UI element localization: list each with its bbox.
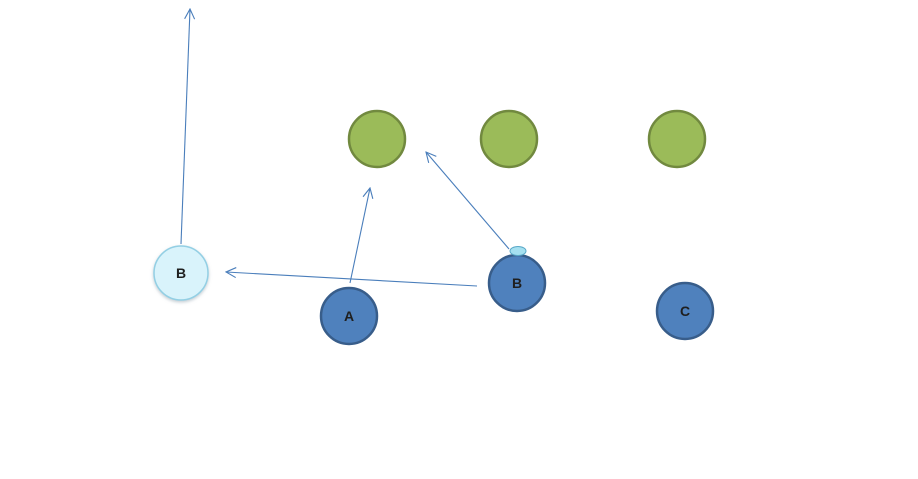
route-a-upfield <box>349 188 370 284</box>
route-b-to-left <box>226 272 478 287</box>
player-b: B <box>487 253 547 313</box>
player-a-label: A <box>344 308 354 324</box>
route-ghost-b-upfield <box>180 9 190 245</box>
player-a: A <box>319 286 379 346</box>
defender-right <box>647 109 707 169</box>
player-c-label: C <box>680 303 690 319</box>
player-b-label: B <box>512 275 522 291</box>
defender-left <box>347 109 407 169</box>
route-b-diagonal <box>426 152 510 250</box>
player-b-destination-label: B <box>176 265 186 281</box>
ball <box>509 246 527 256</box>
player-c-circle <box>655 281 715 341</box>
defenders <box>347 109 707 169</box>
player-b-destination-circle <box>153 245 209 301</box>
defender-middle <box>479 109 539 169</box>
routes <box>180 9 510 287</box>
player-a-circle <box>319 286 379 346</box>
player-b-destination: B <box>153 245 209 301</box>
player-c: C <box>655 281 715 341</box>
